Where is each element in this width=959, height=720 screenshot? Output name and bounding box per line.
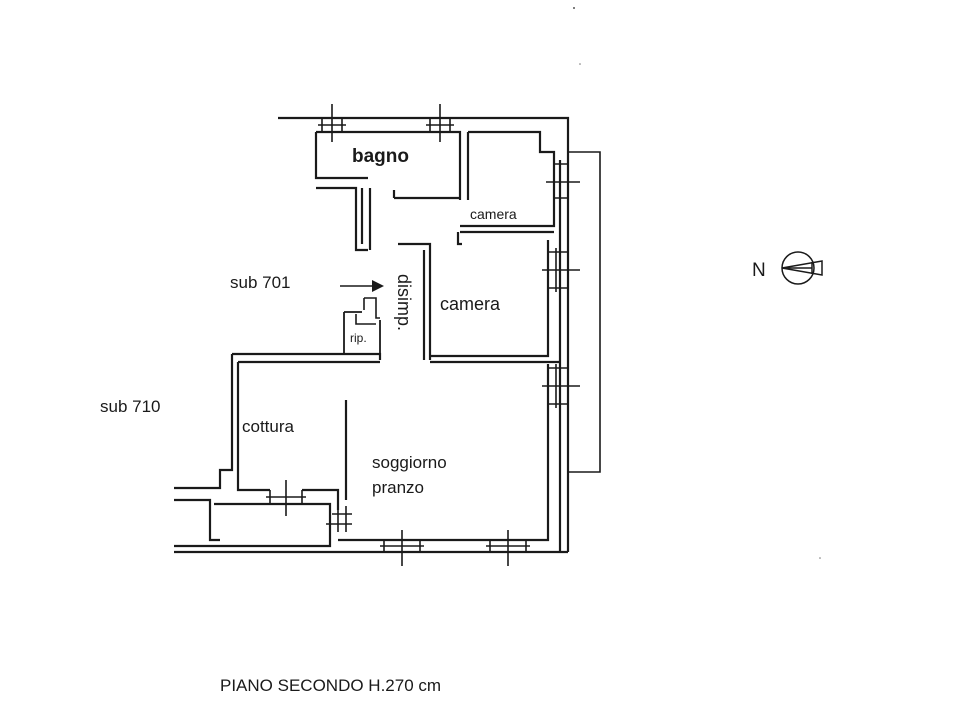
scan-speck bbox=[819, 557, 821, 559]
scan-speck bbox=[579, 63, 581, 65]
walls bbox=[174, 116, 601, 554]
bagno-left-wall bbox=[316, 186, 368, 252]
windows bbox=[266, 104, 580, 566]
bottom-left-strip-top bbox=[174, 498, 220, 542]
window-camera-small bbox=[546, 160, 580, 202]
room-label-pranzo: pranzo bbox=[372, 478, 424, 497]
room-label-camera-small: camera bbox=[470, 206, 517, 222]
window-cottura bbox=[266, 480, 306, 516]
north-compass: N bbox=[752, 251, 823, 285]
scan-speck bbox=[573, 7, 575, 9]
rip-walls bbox=[343, 311, 381, 354]
rip-inner bbox=[355, 297, 380, 325]
compass-icon bbox=[781, 251, 823, 285]
room-label-soggiorno: soggiorno bbox=[372, 453, 447, 472]
cottura-left-outer bbox=[174, 354, 234, 490]
soggiorno-right bbox=[338, 364, 550, 542]
plan-caption: PIANO SECONDO H.270 cm bbox=[220, 676, 441, 695]
soggiorno-walls bbox=[232, 352, 382, 360]
top-wall-inner bbox=[314, 132, 368, 180]
window-small-bottom bbox=[326, 506, 352, 532]
room-label-camera-large: camera bbox=[440, 294, 501, 314]
bottom-left-strip bbox=[174, 502, 332, 548]
room-label-cottura: cottura bbox=[242, 417, 295, 436]
window-bagno-2 bbox=[426, 104, 454, 142]
balcony bbox=[568, 151, 601, 473]
neighbor-label-sub-710: sub 710 bbox=[100, 397, 161, 416]
room-label-bagno: bagno bbox=[352, 146, 409, 167]
camera-large-right bbox=[430, 240, 550, 358]
cottura-left-inner bbox=[236, 362, 270, 492]
top-wall bbox=[278, 116, 570, 152]
camera-large-left-upper bbox=[398, 242, 432, 360]
cottura-bottom bbox=[302, 488, 340, 510]
compass-north-label: N bbox=[752, 260, 766, 281]
top-inner-line bbox=[316, 130, 462, 200]
camera-small-top bbox=[460, 130, 556, 228]
neighbor-label-sub-701: sub 701 bbox=[230, 273, 291, 292]
entrance-arrow bbox=[340, 280, 384, 292]
window-bagno-1 bbox=[318, 104, 346, 142]
window-camera-large bbox=[542, 248, 580, 292]
window-soggiorno-right bbox=[542, 364, 580, 408]
window-soggiorno-bottom-2 bbox=[486, 530, 530, 566]
room-label-ripostiglio: rip. bbox=[350, 331, 367, 345]
camera-door bbox=[456, 232, 462, 246]
window-soggiorno-bottom-1 bbox=[380, 530, 424, 566]
room-label-disimpegno: disimp. bbox=[394, 274, 414, 331]
